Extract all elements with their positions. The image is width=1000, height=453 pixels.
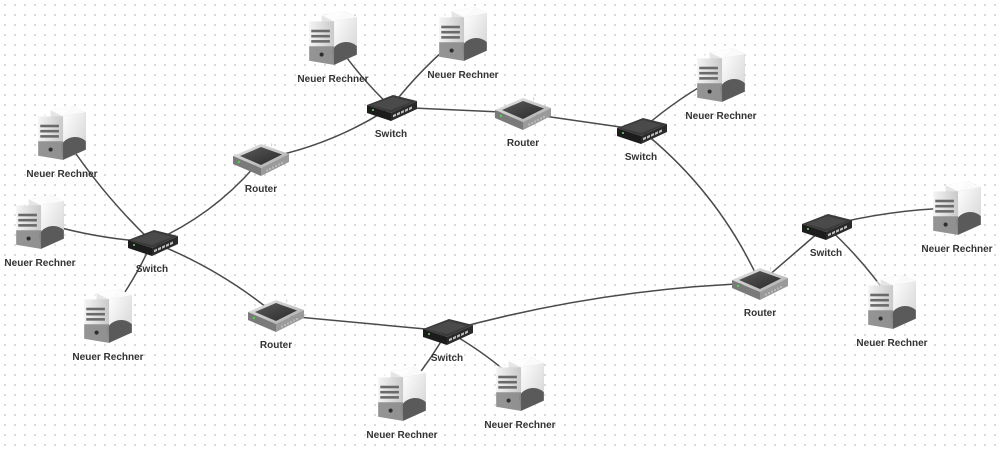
switch-node-sw5[interactable]	[423, 319, 473, 345]
switch-label: Switch	[374, 129, 408, 140]
computer-node-pc5[interactable]	[439, 7, 487, 61]
switch-icon	[617, 118, 667, 144]
router-node-r1[interactable]	[232, 142, 290, 177]
switch-label: Switch	[809, 248, 843, 259]
computer-node-pc2[interactable]	[16, 195, 64, 249]
computer-icon	[16, 195, 64, 249]
router-icon	[494, 96, 552, 131]
router-icon	[731, 266, 789, 301]
computer-node-pc10[interactable]	[496, 357, 544, 411]
computer-node-pc3[interactable]	[84, 289, 132, 343]
router-label: Router	[506, 138, 540, 149]
router-icon	[247, 298, 305, 333]
link-r4-sw5	[446, 282, 761, 332]
computer-node-pc9[interactable]	[378, 367, 426, 421]
switch-node-sw3[interactable]	[617, 118, 667, 144]
links-layer	[39, 33, 958, 395]
computer-icon	[697, 48, 745, 102]
switch-label: Switch	[430, 353, 464, 364]
router-label: Router	[259, 340, 293, 351]
computer-node-pc7[interactable]	[933, 181, 981, 235]
switch-icon	[423, 319, 473, 345]
switch-label: Switch	[624, 152, 658, 163]
computer-label: Neuer Rechner	[366, 430, 438, 441]
computer-icon	[439, 7, 487, 61]
router-node-r3[interactable]	[494, 96, 552, 131]
router-label: Router	[743, 308, 777, 319]
computer-node-pc8[interactable]	[868, 275, 916, 329]
computer-node-pc1[interactable]	[38, 106, 86, 160]
computer-icon	[496, 357, 544, 411]
router-icon	[232, 142, 290, 177]
computer-label: Neuer Rechner	[856, 338, 928, 349]
computer-label: Neuer Rechner	[297, 74, 369, 85]
computer-icon	[868, 275, 916, 329]
computer-icon	[84, 289, 132, 343]
link-sw1-r1	[151, 158, 262, 243]
router-label: Router	[244, 184, 278, 195]
computer-label: Neuer Rechner	[4, 258, 76, 269]
computer-label: Neuer Rechner	[427, 70, 499, 81]
switch-label: Switch	[135, 264, 169, 275]
switch-node-sw4[interactable]	[802, 214, 852, 240]
computer-icon	[309, 11, 357, 65]
router-node-r2[interactable]	[247, 298, 305, 333]
computer-icon	[933, 181, 981, 235]
computer-label: Neuer Rechner	[72, 352, 144, 363]
computer-node-pc4[interactable]	[309, 11, 357, 65]
computer-label: Neuer Rechner	[685, 111, 757, 122]
link-sw1-r2	[151, 241, 277, 316]
computer-icon	[38, 106, 86, 160]
computer-label: Neuer Rechner	[484, 420, 556, 431]
computer-node-pc6[interactable]	[697, 48, 745, 102]
computer-label: Neuer Rechner	[921, 244, 993, 255]
router-node-r4[interactable]	[731, 266, 789, 301]
link-sw3-r4	[640, 129, 761, 284]
switch-icon	[802, 214, 852, 240]
computer-label: Neuer Rechner	[26, 169, 98, 180]
computer-icon	[378, 367, 426, 421]
